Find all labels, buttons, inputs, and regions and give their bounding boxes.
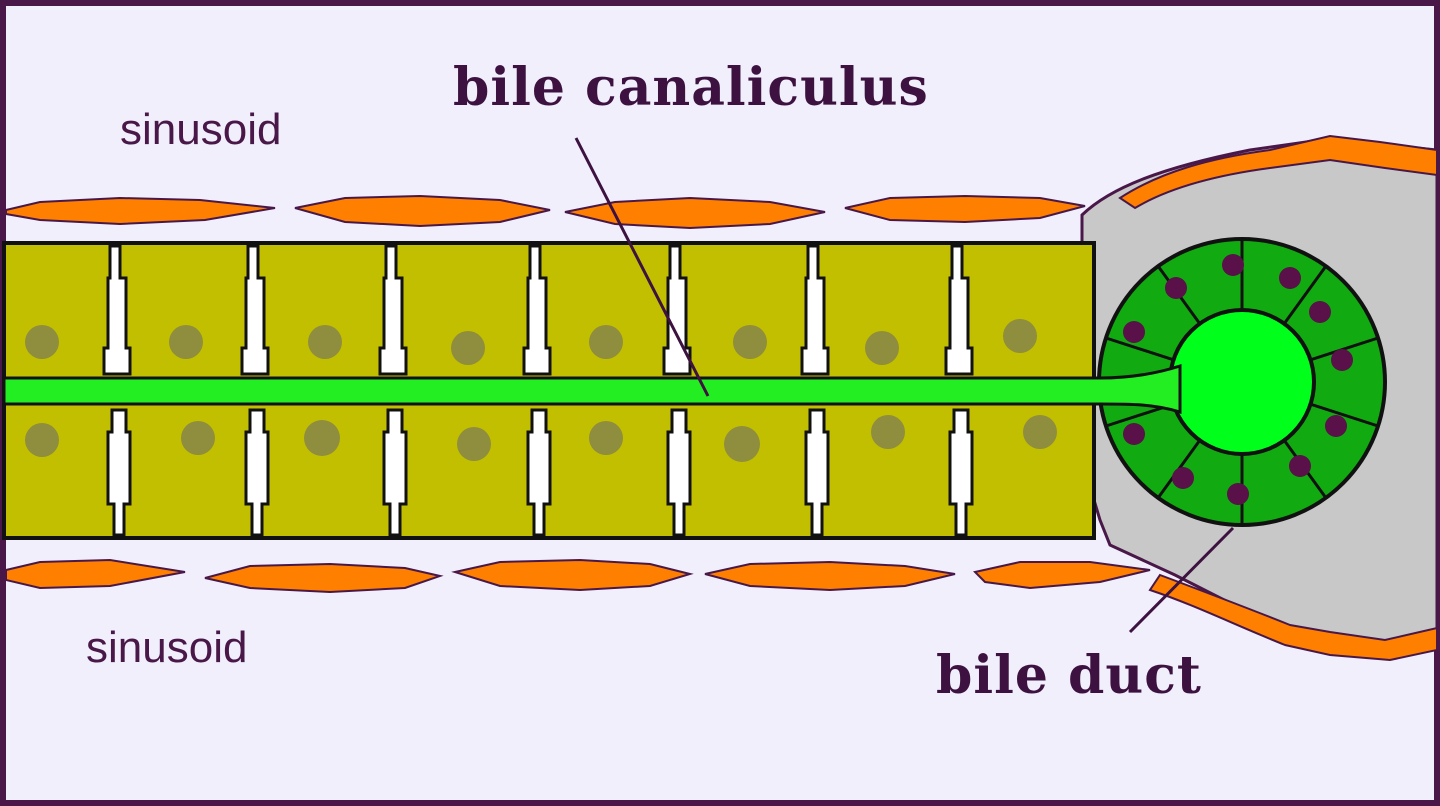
cell-junctions — [102, 244, 974, 537]
sinusoid-bottom-label: sinusoid — [86, 623, 248, 672]
canaliculus-pointer-line — [574, 137, 710, 397]
bile-canaliculus-label: bile canaliculus — [453, 57, 929, 118]
duct-endothelium — [1118, 134, 1438, 662]
hepatocyte-nuclei — [25, 319, 1057, 462]
duct-pointer-line — [1128, 526, 1235, 634]
bile-duct-label: bile duct — [936, 645, 1202, 706]
duct-lumen — [1168, 308, 1316, 456]
sinusoid-top-label: sinusoid — [120, 105, 282, 154]
endothelium-top — [5, 194, 1086, 230]
endothelium-bottom — [5, 558, 1151, 594]
duct-cell-nuclei — [1123, 254, 1353, 505]
bile-canaliculus-channel — [2, 363, 1182, 415]
